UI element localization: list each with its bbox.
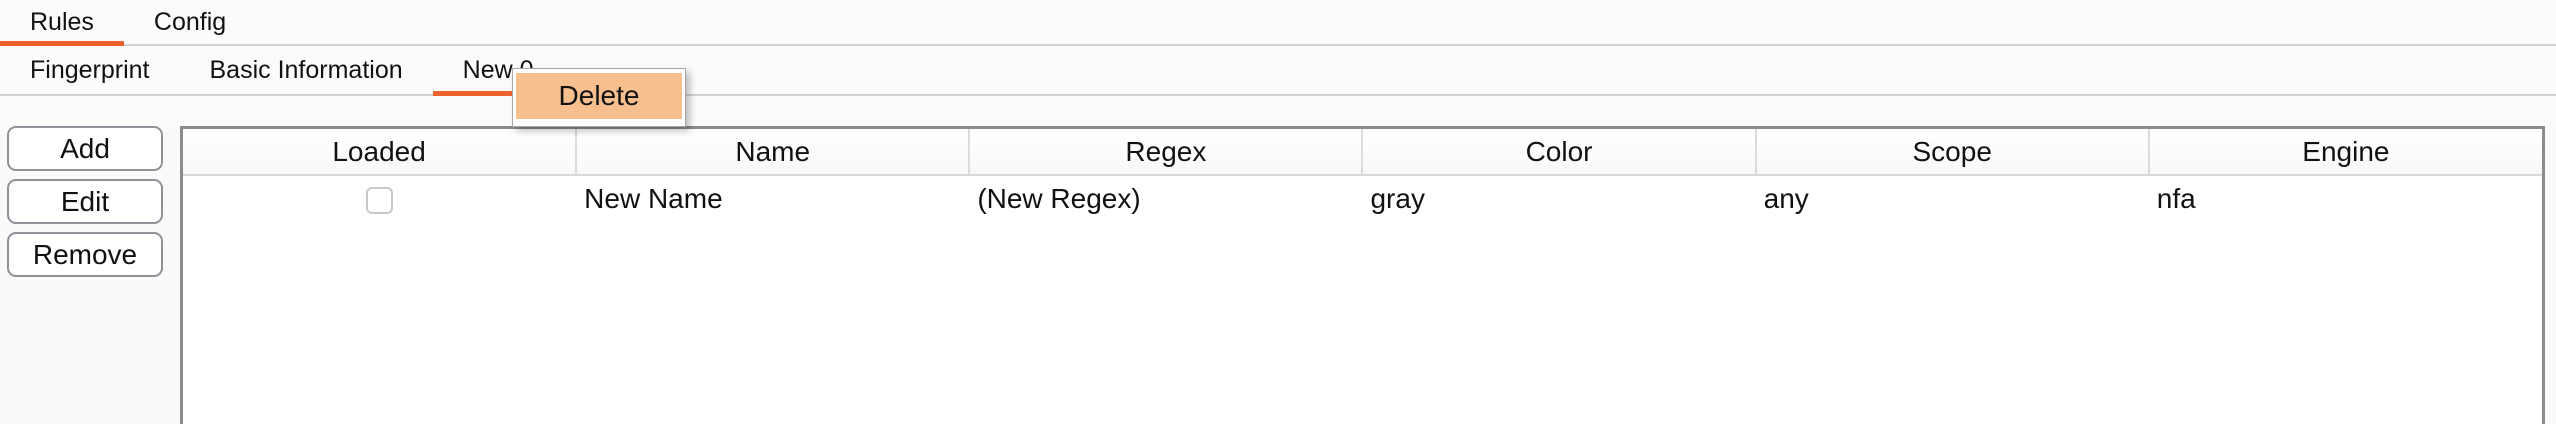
tab-rules[interactable]: Rules <box>0 0 124 46</box>
tab-basic-information-label: Basic Information <box>209 55 403 84</box>
edit-button-label: Edit <box>60 185 110 217</box>
table-row[interactable]: New Name (New Regex) gray any nfa <box>183 175 2542 222</box>
tab-basic-information[interactable]: Basic Information <box>180 46 433 94</box>
menu-item-delete[interactable]: Delete <box>516 73 682 119</box>
cell-color: gray <box>1370 183 1425 214</box>
main-area: Add Edit Remove Loaded Name Regex Color … <box>0 126 2556 424</box>
column-header-loaded[interactable]: Loaded <box>183 129 577 176</box>
active-tab-underline <box>432 91 564 96</box>
tab-fingerprint-label: Fingerprint <box>30 55 150 84</box>
tab-config-label: Config <box>153 7 227 36</box>
add-button-label: Add <box>60 132 110 164</box>
tab-config[interactable]: Config <box>124 0 256 44</box>
cell-loaded <box>183 175 576 222</box>
cell-scope: any <box>1763 183 1809 214</box>
context-menu: Delete <box>512 68 686 127</box>
cell-name: New Name <box>584 183 723 214</box>
column-header-name[interactable]: Name <box>575 129 970 176</box>
column-header-color[interactable]: Color <box>1361 129 1756 176</box>
add-button[interactable]: Add <box>7 126 163 171</box>
toolbar-spacer <box>0 96 2556 126</box>
rule-actions-panel: Add Edit Remove <box>0 126 180 424</box>
edit-button[interactable]: Edit <box>7 179 163 224</box>
cell-regex: (New Regex) <box>977 183 1141 214</box>
remove-button-label: Remove <box>32 238 138 270</box>
column-header-engine[interactable]: Engine <box>2147 129 2542 176</box>
cell-engine: nfa <box>2156 183 2196 214</box>
active-tab-underline <box>0 41 124 46</box>
loaded-checkbox[interactable] <box>365 187 393 215</box>
secondary-tab-bar: Fingerprint Basic Information New 0 <box>0 46 2556 96</box>
primary-tab-bar: Rules Config <box>0 0 2556 46</box>
column-header-regex[interactable]: Regex <box>968 129 1363 176</box>
menu-item-delete-label: Delete <box>558 80 640 111</box>
remove-button[interactable]: Remove <box>7 232 163 277</box>
rules-table: Loaded Name Regex Color Scope Engine New… <box>180 126 2545 424</box>
tab-rules-label: Rules <box>30 7 94 36</box>
table-header-row: Loaded Name Regex Color Scope Engine <box>183 129 2542 176</box>
tab-fingerprint[interactable]: Fingerprint <box>0 46 180 94</box>
column-header-scope[interactable]: Scope <box>1754 129 2149 176</box>
